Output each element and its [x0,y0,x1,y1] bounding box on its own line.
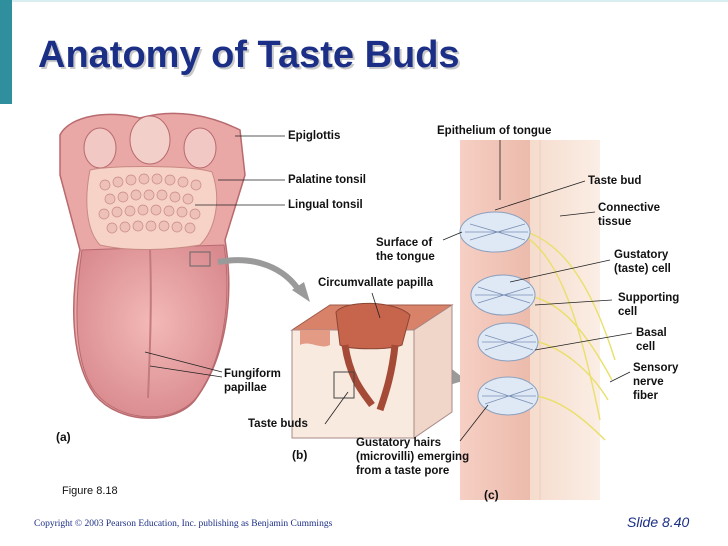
label-palatine-tonsil: Palatine tonsil [288,174,366,186]
label-epithelium-of-tongue: Epithelium of tongue [437,125,552,137]
tongue-illustration [59,112,246,419]
label-gustatory-hairs-line3: from a taste pore [356,465,450,477]
label-gustatory-cell-line2: (taste) cell [614,263,671,275]
label-surface-of-tongue-line1: Surface of [376,237,433,249]
slide-title: Anatomy of Taste Buds [38,34,460,76]
label-supporting-cell-line2: cell [618,306,638,318]
label-surface-of-tongue-line2: the tongue [376,251,435,263]
label-basal-cell-line1: Basal [636,327,667,339]
taste-bud-section-illustration [459,140,616,500]
figure-caption: Figure 8.18 [62,485,118,497]
label-fungiform-papillae-line2: papillae [224,382,267,394]
label-gustatory-cell-line1: Gustatory [614,249,669,261]
label-gustatory-hairs-line1: Gustatory hairs [356,437,441,449]
label-taste-buds: Taste buds [248,418,308,430]
label-connective-tissue-line1: Connective [598,202,660,214]
top-rule [12,0,728,2]
label-fungiform-papillae-line1: Fungiform [224,368,281,380]
panel-label-a: (a) [56,430,71,444]
label-connective-tissue-line2: tissue [598,216,632,228]
label-taste-bud: Taste bud [588,175,642,187]
circumvallate-papilla-illustration [290,302,454,439]
label-sensory-nerve-fiber-line2: nerve [633,376,664,388]
label-gustatory-hairs-line2: (microvilli) emerging [356,451,470,463]
label-basal-cell-line2: cell [636,341,656,353]
panel-label-c: (c) [484,488,499,502]
label-supporting-cell-line1: Supporting [618,292,680,304]
slide-number: Slide 8.40 [627,514,690,530]
label-sensory-nerve-fiber-line1: Sensory [633,362,679,374]
label-circumvallate-papilla: Circumvallate papilla [318,277,434,289]
copyright-notice: Copyright © 2003 Pearson Education, Inc.… [34,519,333,529]
label-epiglottis: Epiglottis [288,130,341,142]
arrow-a-to-b [217,257,303,294]
panel-label-b: (b) [292,448,308,462]
label-sensory-nerve-fiber-line3: fiber [633,390,658,402]
label-lingual-tonsil: Lingual tonsil [288,199,363,211]
accent-bar [0,0,12,104]
